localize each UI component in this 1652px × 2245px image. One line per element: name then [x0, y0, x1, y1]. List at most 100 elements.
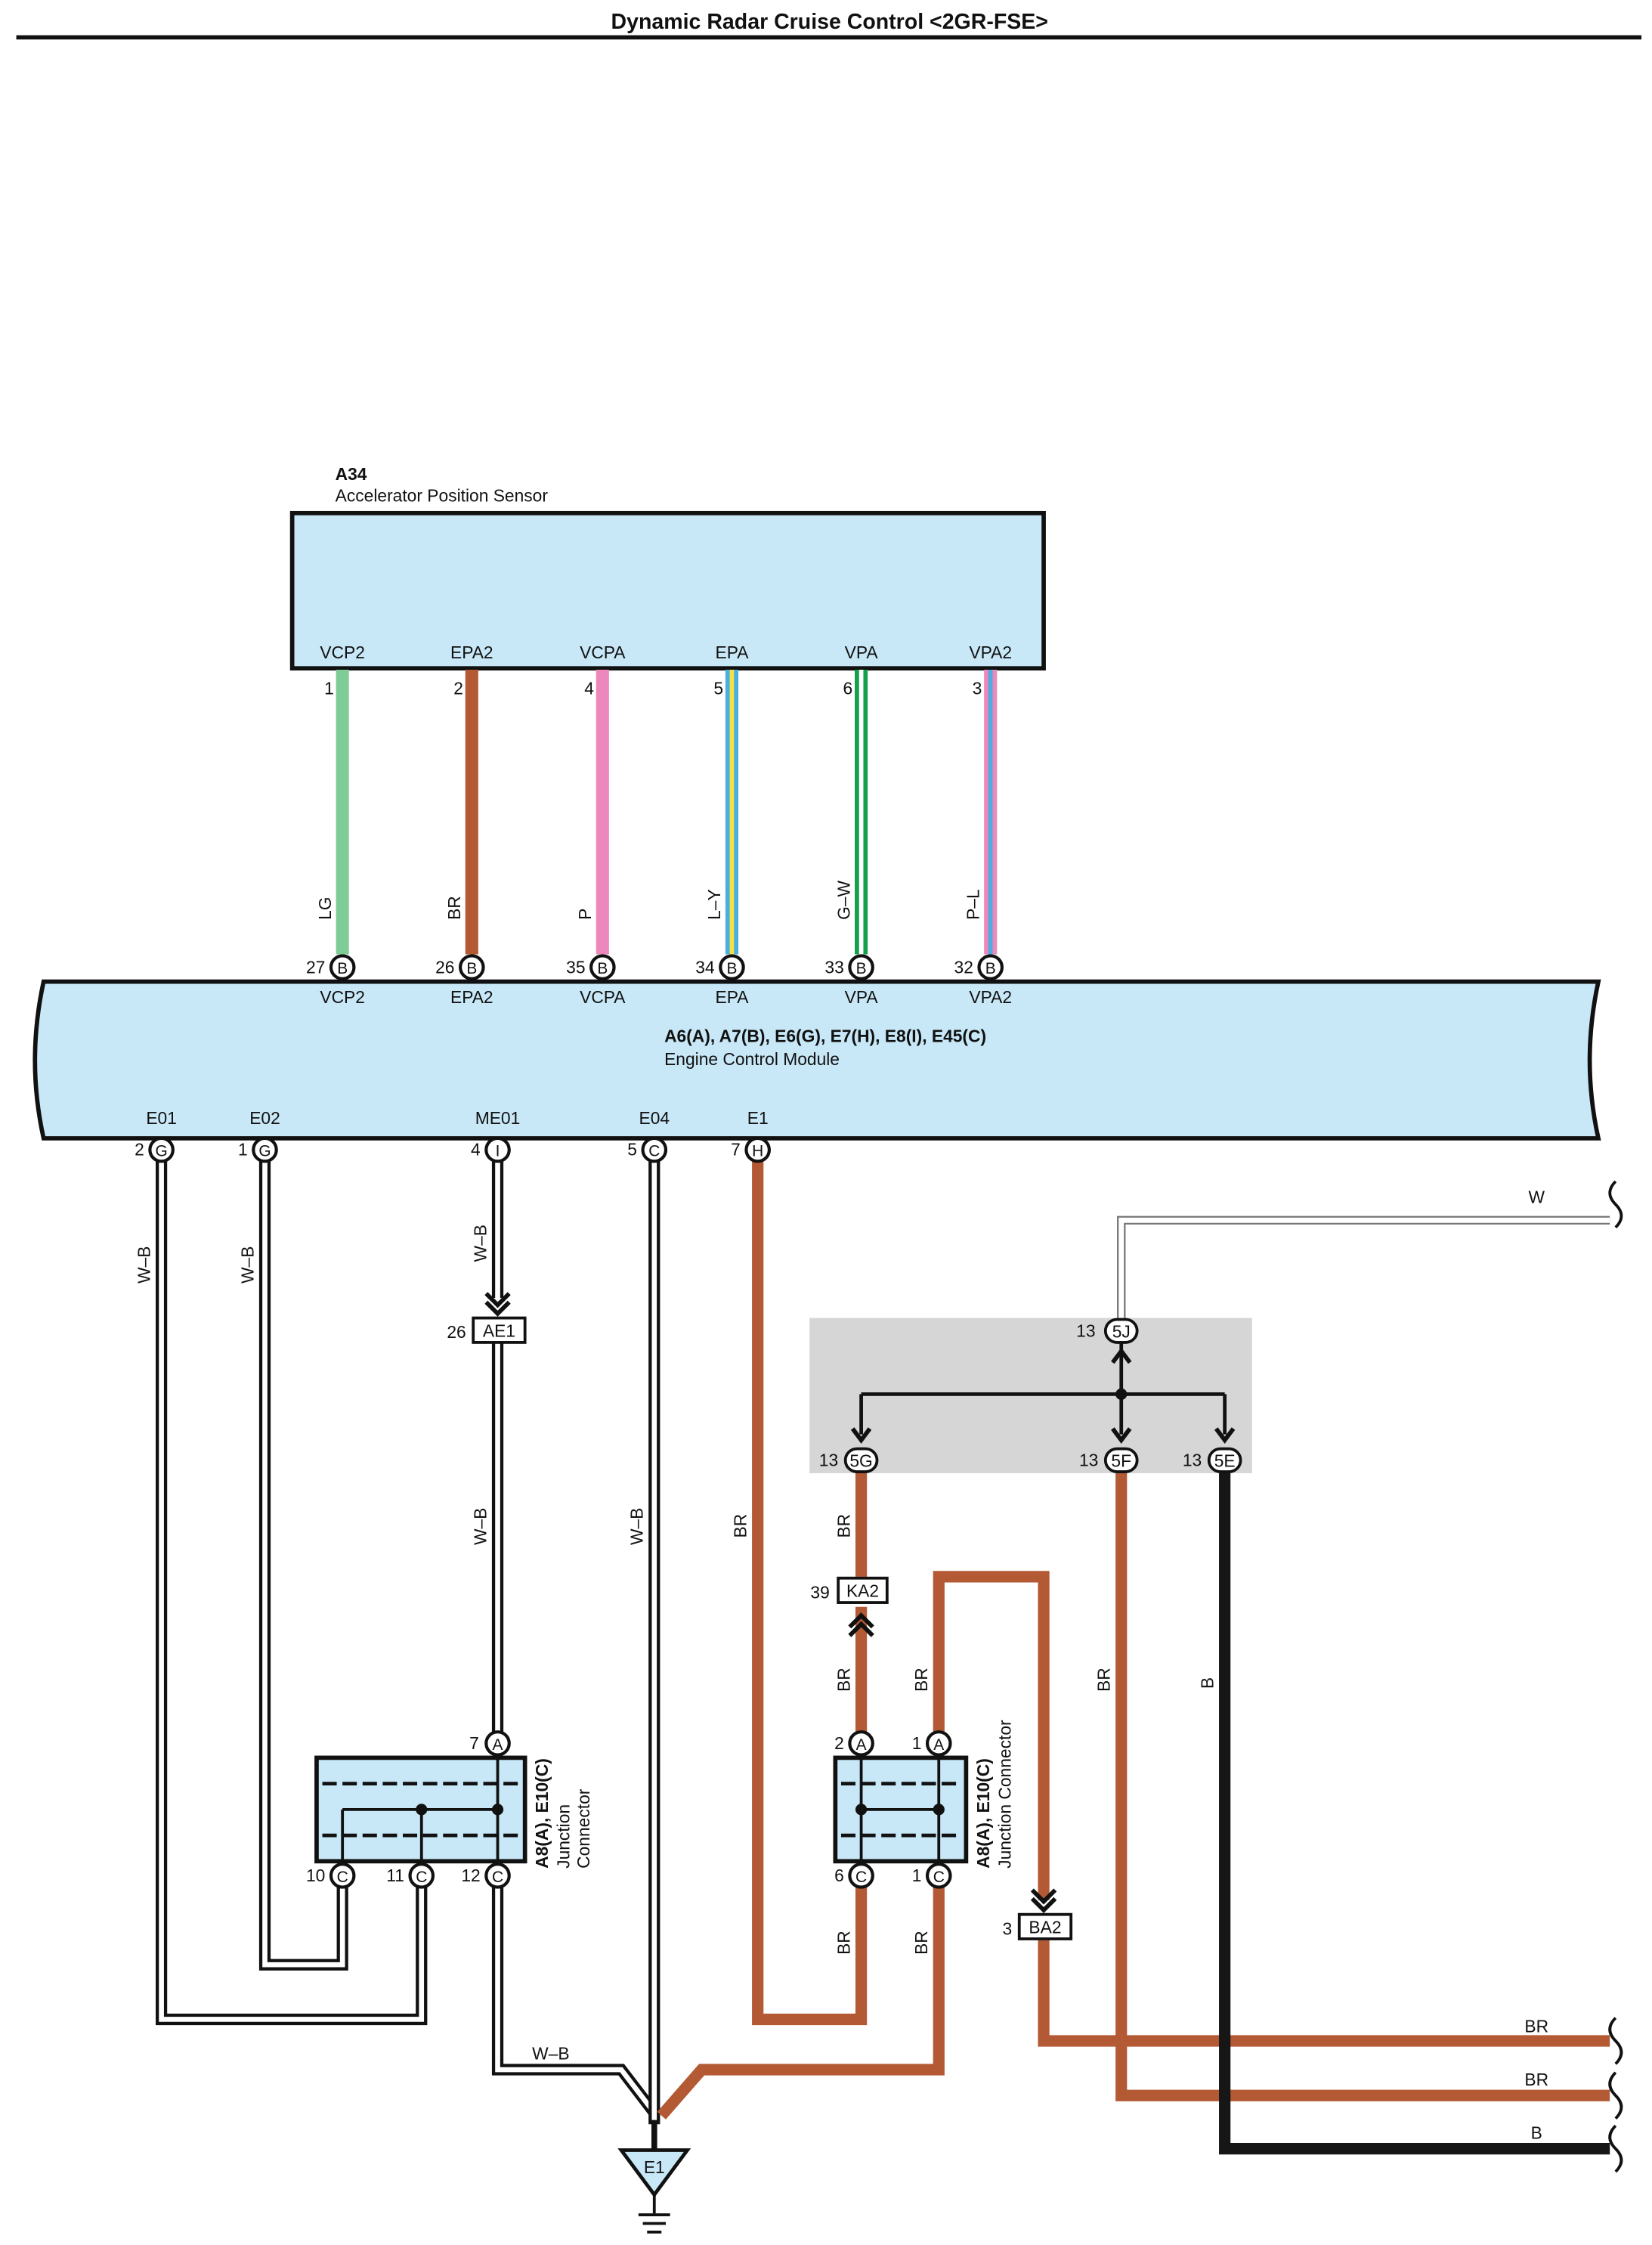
wire-label-right-br-1: BR [1524, 2017, 1548, 2036]
wire-e1 [752, 1150, 868, 2026]
ecm-terminal-e1: E1 [747, 1108, 769, 1128]
ecm-name: Engine Control Module [664, 1049, 840, 1069]
jb-pin-5f: 13 [1079, 1450, 1098, 1469]
jc1-node-2 [491, 1804, 504, 1816]
wire-label-f5: BR [1094, 1667, 1114, 1692]
jc2-pin-c1-letter: C [933, 1869, 945, 1886]
ka2-chevron [848, 1612, 874, 1637]
wire-color-epa2: BR [444, 896, 464, 920]
wire-label-jc2-a-top: BR [911, 1667, 931, 1692]
wire-label-e01: W–B [134, 1246, 153, 1284]
wire-label-jc2-c1: BR [911, 1931, 931, 1955]
ecm-ground-pin-e04-letter: C [648, 1143, 660, 1160]
ecm-ground-pin-e02-letter: G [258, 1143, 271, 1160]
ecm-terminal-vpa: VPA [845, 987, 879, 1007]
jb-connector-5j [1103, 1318, 1139, 1344]
sensor-pin-5: 5 [713, 678, 723, 698]
jb-connector-5f [1103, 1447, 1139, 1473]
jc1-name-2: Connector [574, 1788, 593, 1869]
sensor-terminal-vcpa: VCPA [580, 643, 626, 662]
connector-ka2-text: KA2 [846, 1581, 879, 1600]
jc1-node-1 [416, 1804, 428, 1816]
jc1-pin-num-c11: 11 [386, 1866, 404, 1885]
ecm-pin-34-letter: B [726, 960, 737, 977]
ecm-ground-pin-e04 [641, 1136, 668, 1163]
jc1-name-1: Junction [554, 1804, 574, 1869]
ecm-pin-34 [719, 954, 745, 980]
jc2-codes: A8(A), E10(C) [973, 1758, 993, 1869]
ecm-pin-33-letter: B [856, 960, 867, 977]
connector-ae1 [472, 1316, 527, 1344]
sensor-pin-4: 4 [584, 678, 594, 698]
jb-connector-5g [843, 1447, 879, 1473]
sensor-terminal-vpa: VPA [845, 643, 879, 662]
connector-ka2-pin: 39 [810, 1582, 829, 1602]
jb-arrow-2 [1111, 1427, 1132, 1444]
wire-label-e02: W–B [237, 1246, 257, 1284]
jb-connector-5j-text: 5J [1112, 1321, 1131, 1341]
ecm-pin-35 [589, 954, 616, 980]
jc1-pin-a7-letter: A [493, 1736, 503, 1754]
ecm-terminal-epa2: EPA2 [450, 987, 493, 1007]
ecm-ground-pin-e1-letter: H [752, 1143, 763, 1160]
jc2-pin-a2-letter: A [856, 1736, 867, 1754]
sensor-code: A34 [336, 464, 367, 484]
jc2-node-1 [855, 1804, 868, 1816]
jc1-codes: A8(A), E10(C) [532, 1758, 552, 1869]
wire-label-me01-upper: W–B [470, 1225, 490, 1262]
ecm-pin-num-26: 26 [435, 957, 454, 977]
ecm-terminal-vcpa: VCPA [580, 987, 626, 1007]
jc1-pin-a7 [484, 1730, 511, 1757]
ecm-ground-pin-num-e1: 7 [731, 1140, 741, 1160]
connector-ae1-text: AE1 [483, 1321, 515, 1340]
jc1-pin-c12 [484, 1863, 511, 1889]
jc2-pin-a1 [925, 1730, 952, 1757]
sensor-name: Accelerator Position Sensor [336, 486, 549, 506]
sensor-terminal-epa2: EPA2 [450, 643, 493, 662]
jc1-pin-c11-letter: C [416, 1869, 427, 1886]
ecm-pin-num-34: 34 [695, 957, 715, 977]
jb-pin-5g: 13 [819, 1450, 838, 1469]
ba2-chevron [1030, 1888, 1057, 1914]
jc1-pin-num-a7: 7 [469, 1733, 479, 1753]
wire-jc2-c1-to-ground [657, 1875, 945, 2120]
ground-triangle [617, 2148, 691, 2198]
accelerator-position-sensor: A34 Accelerator Position Sensor VCP21EPA… [289, 464, 1046, 698]
jb-connector-5f-text: 5F [1111, 1451, 1131, 1470]
wire-break-1 [1608, 1180, 1623, 1229]
ecm-pin-32 [977, 954, 1004, 980]
jc2-pin-a1-letter: A [933, 1736, 944, 1754]
wire-label-to-ground: W–B [532, 2044, 569, 2064]
connector-ba2 [1017, 1912, 1073, 1940]
wire-w-top-outer [1117, 1215, 1610, 1320]
sensor-terminal-vpa2: VPA2 [969, 643, 1012, 662]
ecm-terminal-e01: E01 [146, 1108, 177, 1128]
ecm-ground-pin-e01-letter: G [155, 1143, 167, 1160]
wire-5e-right [1219, 1472, 1610, 2155]
wire-ba2-right [1038, 1940, 1610, 2047]
ecm-terminal-epa: EPA [715, 987, 749, 1007]
sensor-terminal-epa: EPA [715, 643, 749, 662]
jc2-pin-c6 [848, 1863, 874, 1889]
wire-label-right-b: B [1531, 2123, 1542, 2142]
jc2-pin-c1 [925, 1863, 952, 1889]
sensor-pin-3: 3 [973, 678, 982, 698]
wire-jc2-a1 [933, 1571, 1050, 1900]
ecm-pin-33 [848, 954, 874, 980]
ecm-ground-pin-e1 [744, 1136, 771, 1163]
jc2-pin-num-c1: 1 [912, 1866, 922, 1885]
jc2-pin-num-a1: 1 [912, 1733, 922, 1753]
wire-label-ka2-lower: BR [834, 1667, 853, 1692]
ecm-pin-27 [329, 954, 356, 980]
wire-color-vcpa: P [575, 909, 595, 920]
wire-label-right-br-2: BR [1524, 2070, 1548, 2089]
ecm-terminal-vcp2: VCP2 [320, 987, 365, 1007]
wire-label-g5: BR [834, 1514, 853, 1538]
connector-ba2-text: BA2 [1029, 1917, 1061, 1937]
ecm-ground-pin-num-e01: 2 [135, 1140, 144, 1160]
wire-e01-inner [159, 1150, 425, 2022]
